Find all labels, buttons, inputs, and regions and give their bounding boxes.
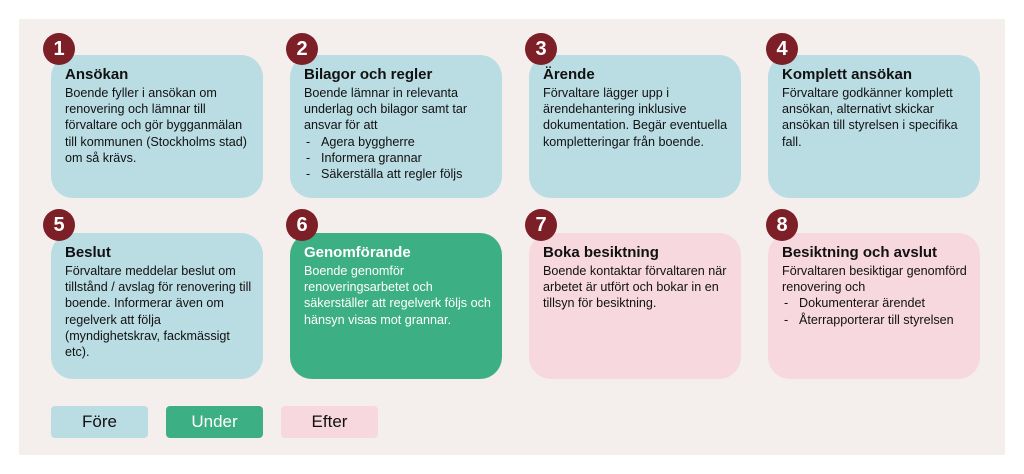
step-1-badge: 1 bbox=[43, 33, 75, 65]
step-8-badge: 8 bbox=[766, 209, 798, 241]
step-3-badge: 3 bbox=[525, 33, 557, 65]
step-6-card: Genomförande Boende genomför renoverings… bbox=[290, 233, 502, 379]
step-2-bullet-list: Agera byggherre Informera grannar Säkers… bbox=[304, 134, 492, 183]
step-4-card: Komplett ansökan Förvaltare godkänner ko… bbox=[768, 55, 980, 198]
step-7-badge: 7 bbox=[525, 209, 557, 241]
step-8-bullet: Återrapporterar till styrelsen bbox=[782, 312, 970, 328]
step-4-title: Komplett ansökan bbox=[782, 66, 913, 83]
step-8-bullet: Dokumenterar ärendet bbox=[782, 295, 970, 311]
step-6-description: Boende genomför renoveringsarbetet och s… bbox=[304, 264, 491, 327]
step-4-badge: 4 bbox=[766, 33, 798, 65]
step-1-title: Ansökan bbox=[65, 66, 129, 83]
step-7-card: Boka besiktning Boende kontaktar förvalt… bbox=[529, 233, 741, 379]
step-2-card: Bilagor och regler Boende lämnar in rele… bbox=[290, 55, 502, 198]
step-2-bullet: Säkerställa att regler följs bbox=[304, 166, 492, 182]
step-6-badge: 6 bbox=[286, 209, 318, 241]
step-3-description: Förvaltare lägger upp i ärendehantering … bbox=[543, 86, 728, 149]
step-5-badge: 5 bbox=[43, 209, 75, 241]
step-7-title: Boka besiktning bbox=[543, 244, 659, 261]
step-1-description: Boende fyller i ansökan om renovering oc… bbox=[65, 86, 247, 165]
step-3-card: Ärende Förvaltare lägger upp i ärendehan… bbox=[529, 55, 741, 198]
step-8-title: Besiktning och avslut bbox=[782, 244, 938, 261]
legend-before: Före bbox=[51, 406, 148, 438]
step-2-badge: 2 bbox=[286, 33, 318, 65]
step-2-bullet: Informera grannar bbox=[304, 150, 492, 166]
step-8-description: Förvaltaren besiktigar genomförd renover… bbox=[782, 264, 967, 295]
step-8-card: Besiktning och avslut Förvaltaren besikt… bbox=[768, 233, 980, 379]
legend-during: Under bbox=[166, 406, 263, 438]
step-2-description: Boende lämnar in relevanta underlag och … bbox=[304, 86, 468, 133]
legend-after: Efter bbox=[281, 406, 378, 438]
step-5-card: Beslut Förvaltare meddelar beslut om til… bbox=[51, 233, 263, 379]
step-5-title: Beslut bbox=[65, 244, 111, 261]
step-4-description: Förvaltare godkänner komplett ansökan, a… bbox=[782, 86, 958, 149]
step-2-title: Bilagor och regler bbox=[304, 66, 433, 83]
step-2-bullet: Agera byggherre bbox=[304, 134, 492, 150]
step-8-bullet-list: Dokumenterar ärendet Återrapporterar til… bbox=[782, 295, 970, 328]
step-5-description: Förvaltare meddelar beslut om tillstånd … bbox=[65, 264, 252, 360]
step-1-card: Ansökan Boende fyller i ansökan om renov… bbox=[51, 55, 263, 198]
step-3-title: Ärende bbox=[543, 66, 595, 83]
step-6-title: Genomförande bbox=[304, 244, 411, 261]
step-7-description: Boende kontaktar förvaltaren när arbetet… bbox=[543, 264, 727, 311]
